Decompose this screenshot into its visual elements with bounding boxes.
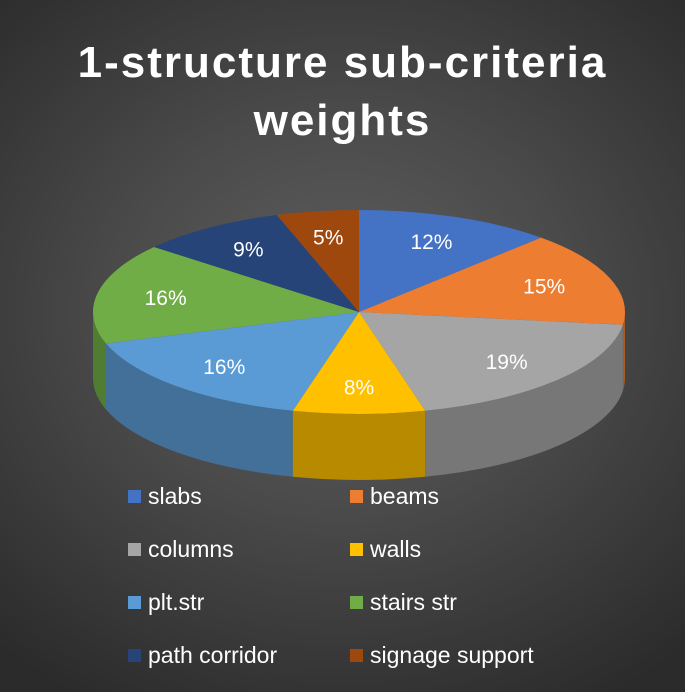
- legend-swatch-walls: [350, 543, 363, 556]
- legend-item-columns: columns: [128, 523, 350, 576]
- slice-side-plt-str: [106, 343, 293, 477]
- slice-side-walls: [292, 410, 426, 481]
- legend-swatch-stairs-str: [350, 596, 363, 609]
- legend-label-signage-support: signage support: [370, 642, 534, 668]
- slice-plt-str: [106, 312, 359, 411]
- legend-label-stairs-str: stairs str: [370, 589, 457, 615]
- legend-item-walls: walls: [350, 523, 608, 576]
- legend-label-slabs: slabs: [148, 483, 202, 509]
- legend-item-plt-str: plt.str: [128, 576, 350, 629]
- legend-item-stairs-str: stairs str: [350, 576, 608, 629]
- data-label-path-corridor: 9%: [233, 239, 263, 262]
- data-label-stairs-str: 16%: [145, 287, 187, 310]
- slice-signage-support: [276, 210, 359, 312]
- data-label-columns: 19%: [486, 351, 528, 374]
- legend-item-path-corridor: path corridor: [128, 629, 350, 682]
- legend-label-path-corridor: path corridor: [148, 642, 278, 668]
- slice-stairs-str: [92, 246, 359, 344]
- legend-swatch-slabs: [128, 490, 141, 503]
- data-label-plt-str: 16%: [203, 356, 245, 379]
- pie-slices: [92, 210, 626, 414]
- legend-swatch-plt-str: [128, 596, 141, 609]
- slice-beams: [359, 237, 626, 325]
- data-label-slabs: 12%: [410, 231, 452, 254]
- slice-columns: [359, 312, 623, 411]
- legend-label-walls: walls: [370, 536, 422, 562]
- legend: slabs beams columns walls plt.str stairs str p…: [128, 470, 608, 682]
- slice-side-stairs-str: [93, 312, 107, 410]
- pie-sides: [93, 312, 625, 481]
- pie-data-labels: 12% 15% 19% 8% 16% 16% 9% 5%: [145, 226, 566, 399]
- legend-item-beams: beams: [350, 470, 608, 523]
- data-label-signage-support: 5%: [313, 226, 343, 249]
- legend-swatch-signage-support: [350, 649, 363, 662]
- slice-side-columns: [425, 324, 623, 477]
- slice-path-corridor: [154, 214, 359, 312]
- legend-swatch-path-corridor: [128, 649, 141, 662]
- legend-swatch-beams: [350, 490, 363, 503]
- slice-slabs: [359, 210, 542, 312]
- legend-label-beams: beams: [370, 483, 440, 509]
- slice-side-beams: [622, 312, 625, 391]
- legend-label-columns: columns: [148, 536, 234, 562]
- chart-title: 1-structure sub-criteria weights: [77, 38, 608, 145]
- legend-swatch-columns: [128, 543, 141, 556]
- legend-label-plt-str: plt.str: [148, 589, 205, 615]
- data-label-beams: 15%: [523, 275, 565, 298]
- legend-item-slabs: slabs: [128, 470, 350, 523]
- slice-walls: [292, 312, 426, 414]
- data-label-walls: 8%: [344, 376, 374, 399]
- legend-item-signage-support: signage support: [350, 629, 608, 682]
